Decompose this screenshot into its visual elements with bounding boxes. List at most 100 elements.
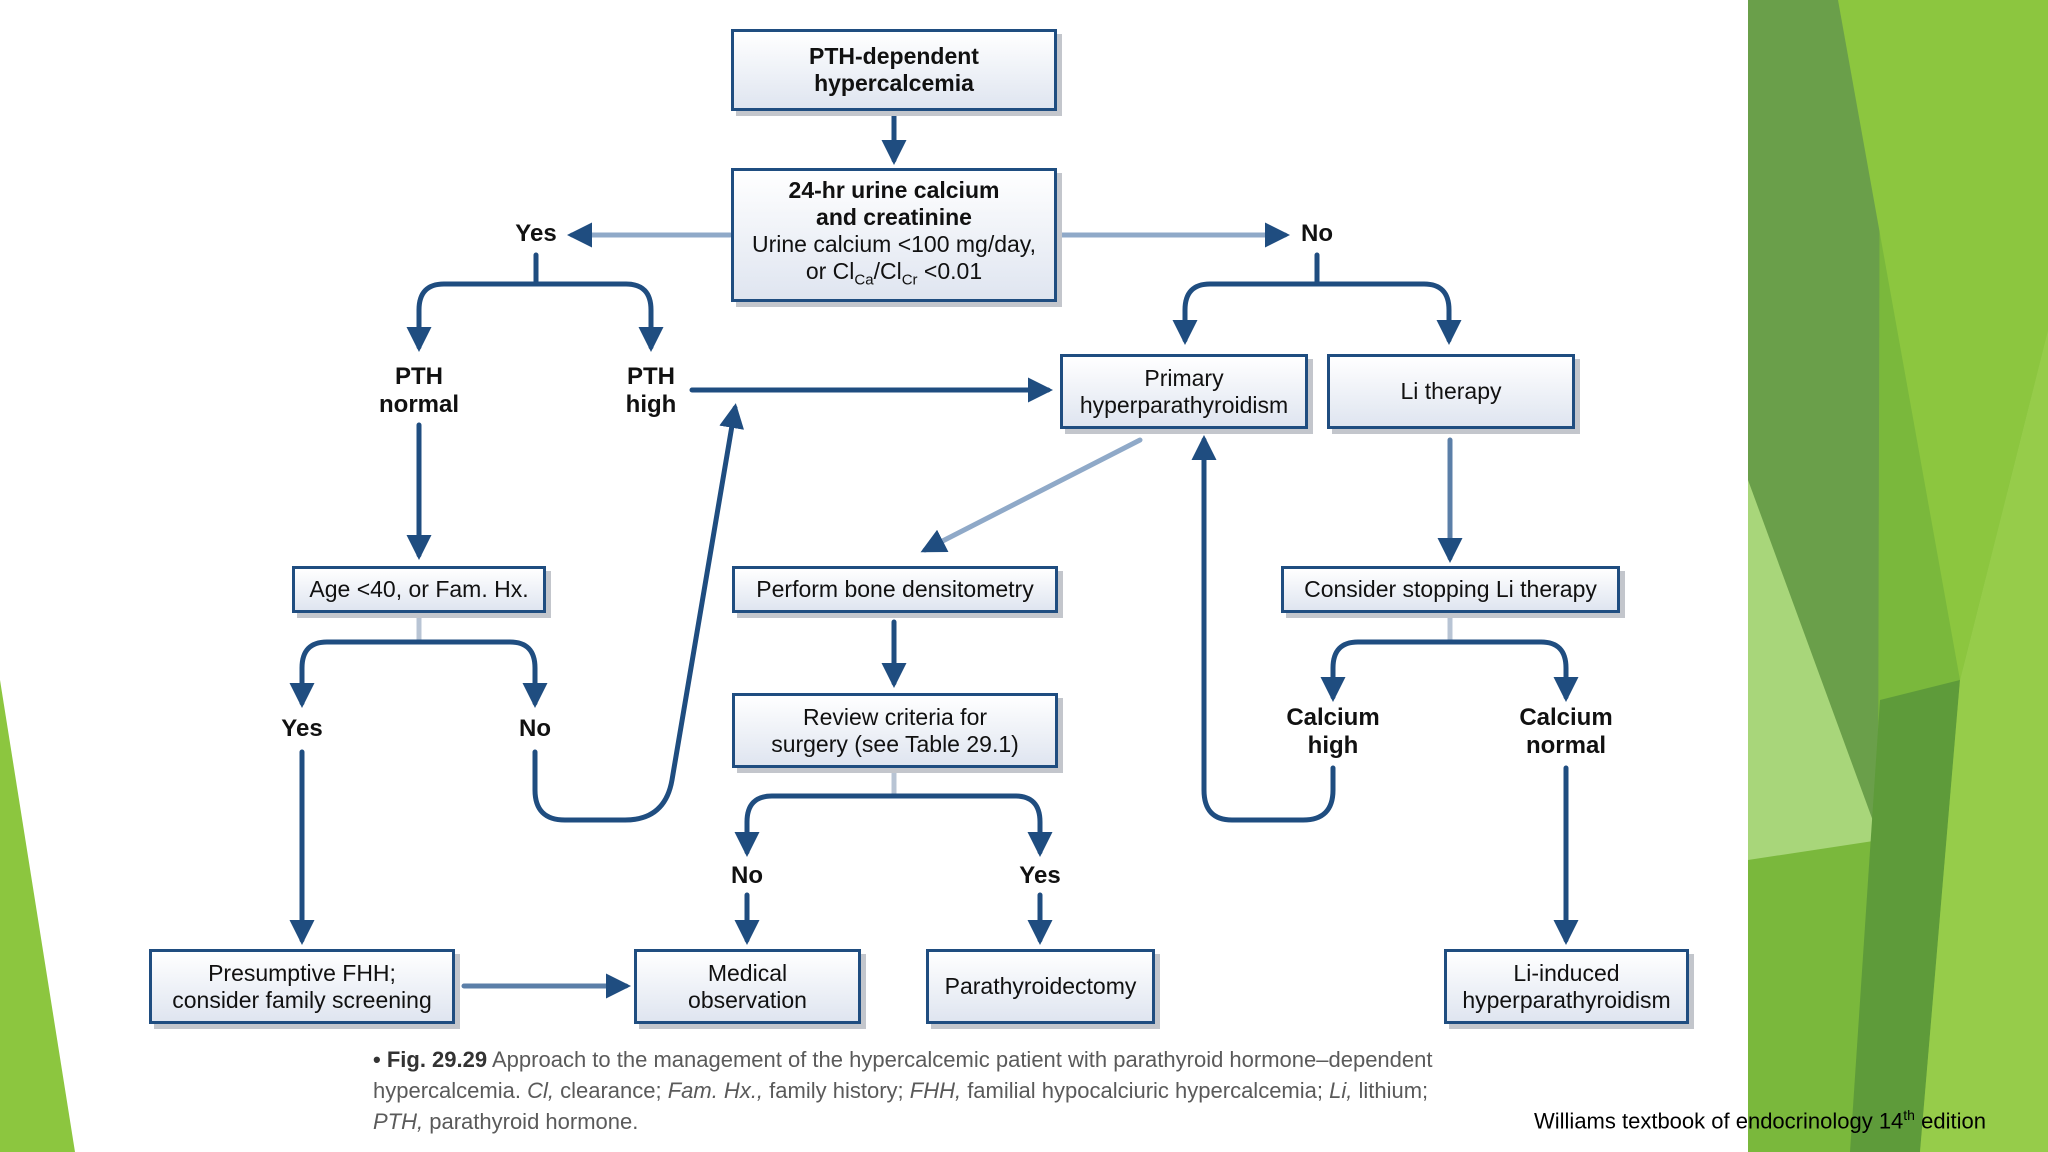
box-line: hypercalcemia	[814, 70, 974, 96]
label-yes-review: Yes	[1019, 862, 1061, 890]
box-line: Parathyroidectomy	[944, 973, 1137, 999]
box-line: Li-induced	[1513, 959, 1620, 986]
label-text: PTH	[627, 363, 675, 390]
caption-text: familial hypocalciuric hypercalcemia;	[961, 1078, 1330, 1103]
label-pth-normal: PTH normal	[378, 363, 460, 419]
label-calcium-normal: Calcium normal	[1519, 704, 1613, 760]
right-light-shard	[1838, 0, 2048, 680]
subscript: Ca	[854, 271, 874, 289]
credit-superscript: th	[1903, 1107, 1915, 1123]
box-line: Presumptive FHH;	[208, 959, 396, 986]
label-text: Yes	[515, 220, 557, 247]
box-review-criteria-surgery: Review criteria for surgery (see Table 2…	[732, 693, 1058, 768]
caption-text: Approach to the management of the hyperc…	[373, 1047, 1433, 1103]
label-text: high	[1307, 732, 1359, 759]
box-consider-stopping-li: Consider stopping Li therapy	[1281, 566, 1620, 613]
box-li-induced-hyperparathyroidism: Li-induced hyperparathyroidism	[1444, 949, 1689, 1024]
branch-stop-right	[1447, 639, 1579, 702]
figure-caption: • Fig. 29.29 Approach to the management …	[373, 1044, 1483, 1137]
arrow-cahigh-to-primary	[1191, 435, 1336, 823]
branch-yes-right	[533, 281, 664, 352]
branch-review-left	[734, 793, 897, 857]
label-text: normal	[1525, 732, 1606, 759]
box-li-therapy: Li therapy	[1327, 354, 1575, 429]
box-line: PTH-dependent	[809, 43, 979, 69]
label-text: No	[1301, 220, 1333, 247]
text-fragment: /Cl	[873, 257, 902, 284]
branch-review-right	[891, 793, 1053, 857]
box-line: Age <40, or Fam. Hx.	[309, 576, 529, 602]
text-fragment: <0.01	[917, 257, 983, 284]
caption-abbrev: Li,	[1329, 1078, 1353, 1103]
branch-yes-left	[406, 281, 539, 352]
box-line: consider family screening	[172, 986, 432, 1013]
caption-text: clearance;	[553, 1078, 668, 1103]
branch-no-left	[1172, 281, 1320, 345]
label-text: high	[625, 391, 677, 418]
box-primary-hyperparathyroidism: Primary hyperparathyroidism	[1060, 354, 1308, 429]
caption-abbrev: FHH,	[909, 1078, 962, 1103]
label-text: Yes	[281, 715, 323, 742]
caption-text: family history;	[763, 1078, 910, 1103]
subscript: Cr	[901, 271, 918, 289]
right-bright-shard	[1920, 330, 2048, 1152]
label-no-age: No	[519, 715, 551, 743]
label-text: Calcium	[1519, 704, 1613, 731]
box-line: Li therapy	[1400, 378, 1502, 404]
label-text: PTH	[394, 363, 443, 390]
label-yes-age: Yes	[281, 715, 323, 743]
caption-bullet: •	[373, 1047, 381, 1072]
box-line: surgery (see Table 29.1)	[771, 730, 1019, 757]
box-line: Perform bone densitometry	[756, 576, 1034, 602]
caption-text: lithium;	[1352, 1078, 1429, 1103]
box-line: observation	[688, 986, 807, 1013]
branch-no-right	[1314, 281, 1462, 345]
source-credit: Williams textbook of endocrinology 14th …	[1534, 1107, 1986, 1134]
caption-abbrev: PTH,	[373, 1109, 424, 1134]
label-no-review: No	[731, 862, 763, 890]
box-24hr-urine-calcium: 24-hr urine calcium and creatinine Urine…	[731, 168, 1057, 302]
box-line: Urine calcium <100 mg/day,	[751, 230, 1036, 257]
label-text: normal	[378, 391, 460, 418]
box-line: hyperparathyroidism	[1462, 986, 1671, 1013]
box-medical-observation: Medical observation	[634, 949, 861, 1024]
box-line-clearance-ratio: or ClCa/ClCr <0.01	[806, 258, 982, 294]
caption-abbrev: Cl,	[527, 1078, 554, 1103]
box-line: 24-hr urine calcium	[788, 176, 1000, 203]
branch-age-right	[416, 639, 548, 708]
box-parathyroidectomy: Parathyroidectomy	[926, 949, 1155, 1024]
text-fragment: or Cl	[805, 257, 855, 284]
arrow-primary-to-bone	[920, 437, 1143, 553]
label-yes-urine: Yes	[515, 220, 557, 248]
box-line: Review criteria for	[802, 703, 988, 730]
box-pth-dependent-hypercalcemia: PTH-dependent hypercalcemia	[731, 29, 1057, 111]
label-pth-high: PTH high	[625, 363, 677, 419]
caption-fig-number: Fig. 29.29	[386, 1047, 488, 1072]
left-green-shard	[0, 680, 75, 1152]
caption-abbrev: Fam. Hx.,	[667, 1078, 764, 1103]
box-perform-bone-densitometry: Perform bone densitometry	[732, 566, 1058, 613]
caption-text: parathyroid hormone.	[423, 1109, 639, 1134]
arrow-no-to-pthhigh	[532, 403, 744, 823]
box-line: and creatinine	[816, 203, 972, 230]
credit-text: edition	[1914, 1108, 1986, 1134]
label-text: Calcium	[1286, 704, 1380, 731]
box-line: Primary	[1144, 364, 1224, 391]
right-deep-shard	[1850, 680, 1960, 1152]
label-calcium-high: Calcium high	[1286, 704, 1380, 760]
box-age-fam-hx: Age <40, or Fam. Hx.	[292, 566, 546, 613]
label-text: No	[519, 715, 551, 742]
label-no-urine: No	[1301, 220, 1333, 248]
box-presumptive-fhh: Presumptive FHH; consider family screeni…	[149, 949, 455, 1024]
box-line: Medical	[707, 959, 788, 986]
box-line: Consider stopping Li therapy	[1304, 576, 1597, 602]
box-line: hyperparathyroidism	[1079, 391, 1289, 418]
label-text: No	[731, 862, 763, 889]
label-text: Yes	[1019, 862, 1061, 889]
branch-stop-left	[1320, 639, 1453, 702]
branch-age-left	[289, 639, 422, 708]
right-pale-shard	[1748, 480, 1880, 860]
credit-text: Williams textbook of endocrinology 14	[1534, 1108, 1904, 1134]
